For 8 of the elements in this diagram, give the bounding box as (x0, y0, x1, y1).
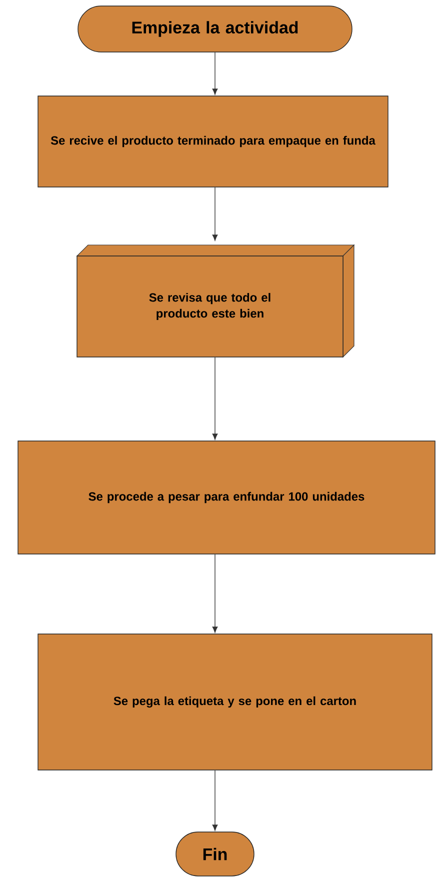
process-box: Se procede a pesar para enfundar 100 unidades (18, 440, 436, 554)
arrow (212, 52, 218, 95)
arrow (212, 187, 218, 241)
arrow (212, 554, 218, 633)
process-box: Se recive el producto terminado para empaque en funda (38, 96, 388, 188)
process-box: Se pega la etiqueta y se pone en el carton (38, 634, 432, 770)
arrow (212, 357, 218, 440)
arrow (212, 770, 218, 831)
